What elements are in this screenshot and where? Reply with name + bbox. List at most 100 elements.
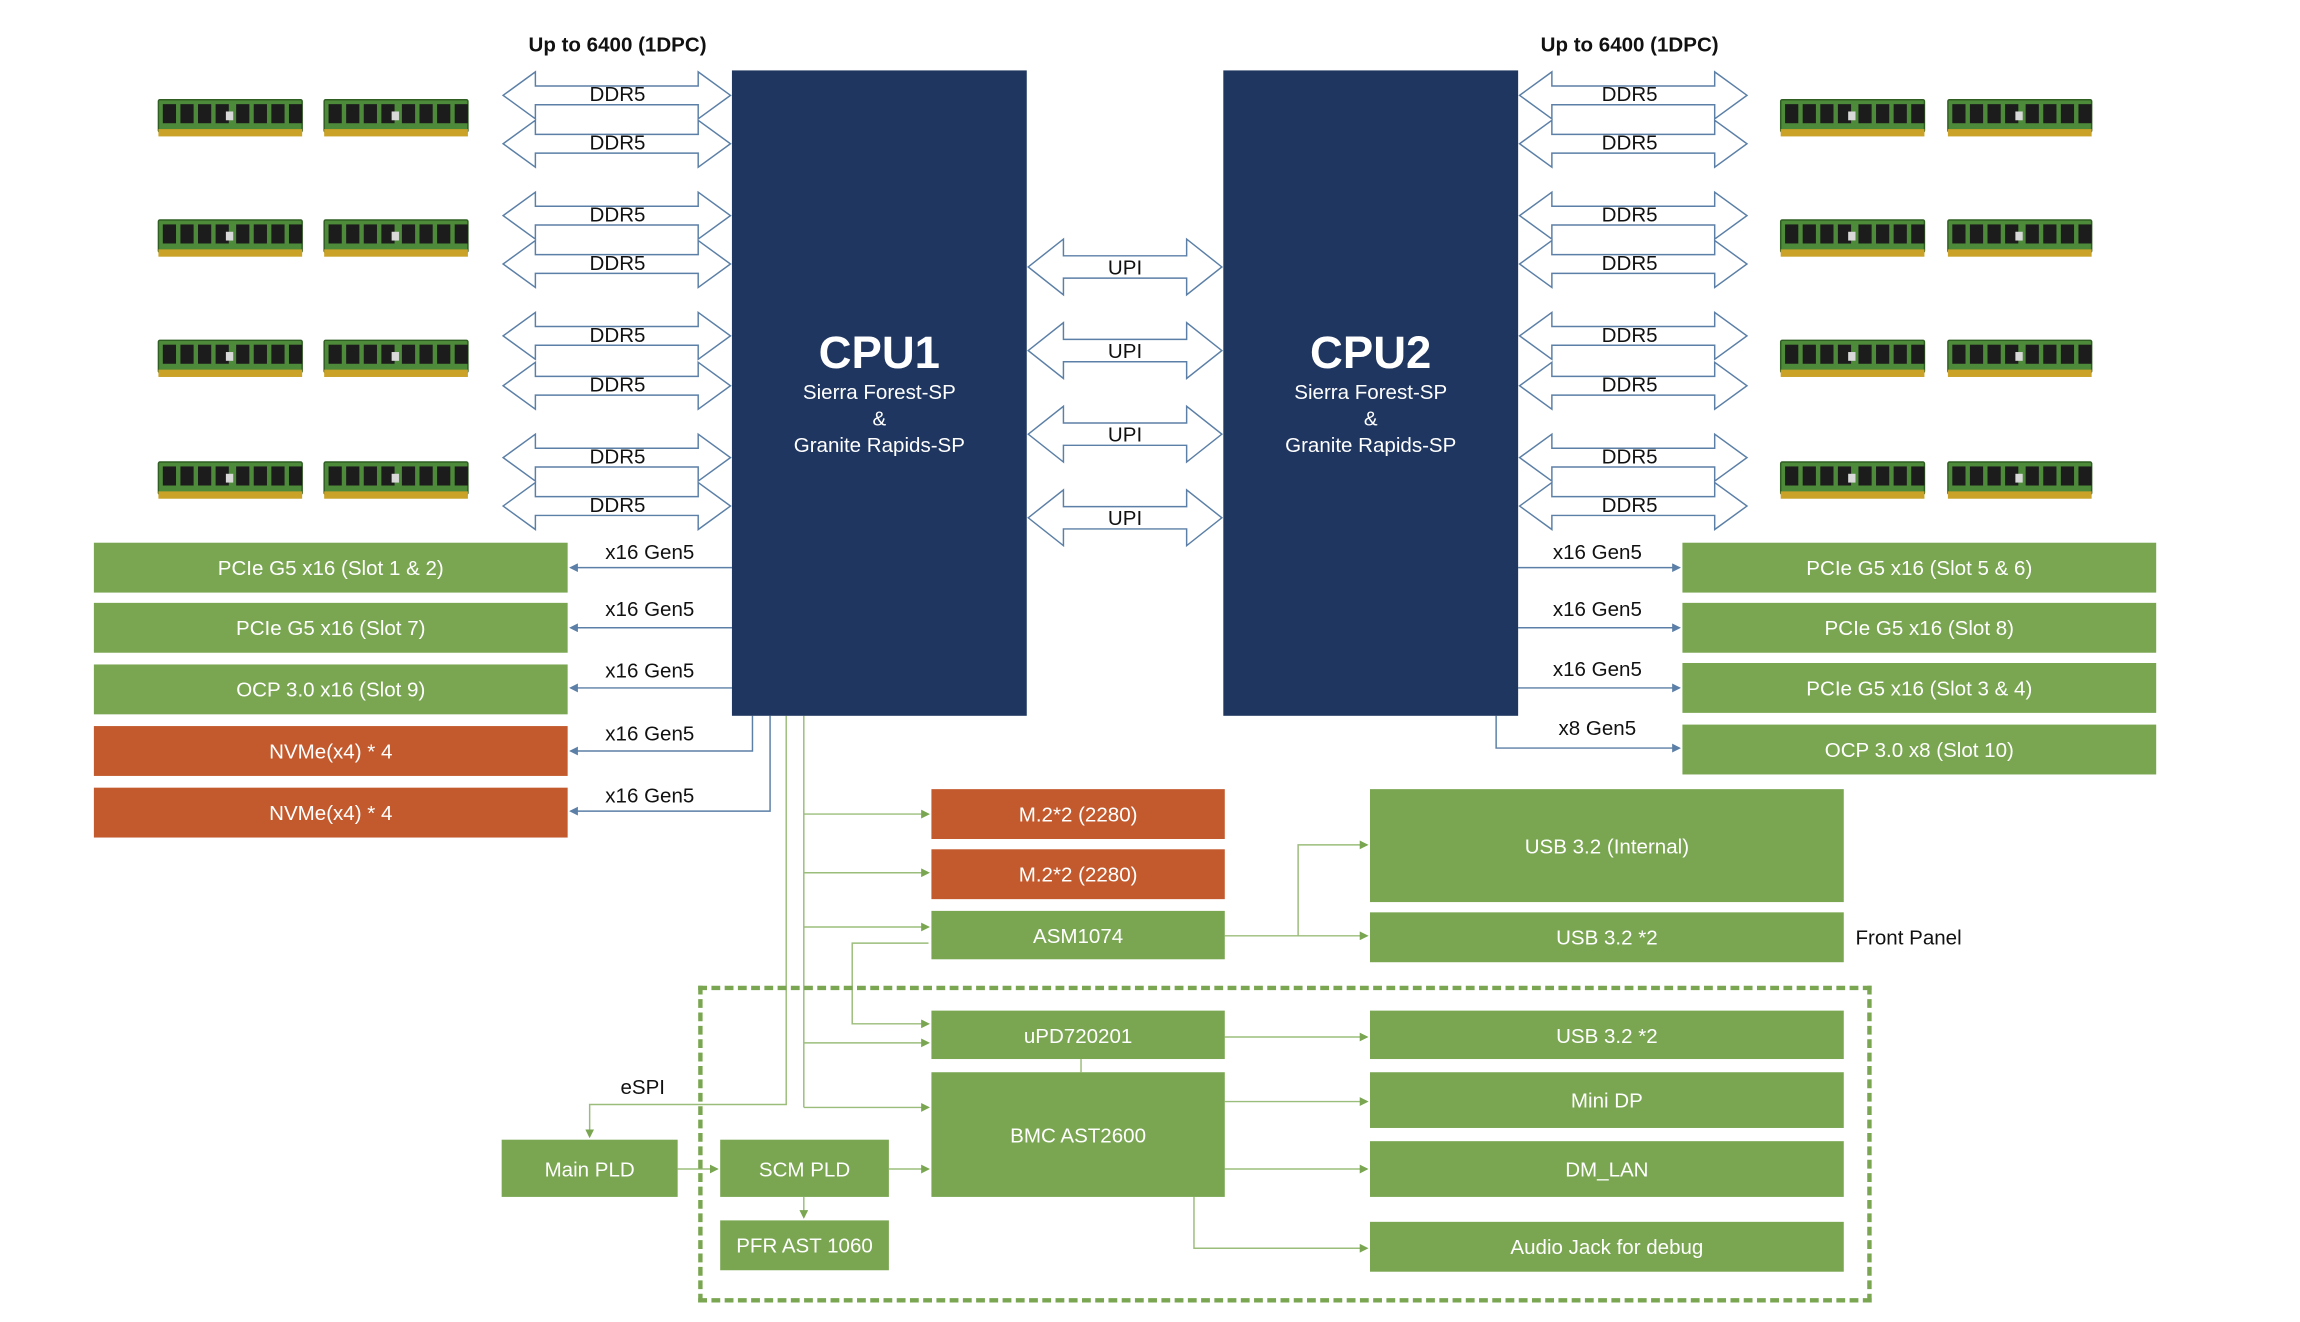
ocp-slot-9-block: OCP 3.0 x16 (Slot 9) — [93, 664, 568, 715]
cpu1-ddr5-label: DDR5 — [589, 130, 646, 155]
usb-rear-block: USB 3.2 *2 — [1369, 1010, 1844, 1060]
cpu2-ddr5-label: DDR5 — [1601, 130, 1658, 155]
front-panel-label: Front Panel — [1855, 925, 1962, 950]
asm1074-block: ASM1074 — [931, 910, 1225, 960]
ddr5-channel-arrow — [501, 310, 732, 361]
cpu1-link-label: x16 Gen5 — [605, 658, 695, 683]
dimm-module-icon — [1946, 334, 2093, 378]
dimm-module-icon — [1779, 214, 1926, 258]
cpu2-link-label: x8 Gen5 — [1558, 715, 1637, 740]
ddr5-channel-arrow — [1518, 310, 1749, 361]
cpu2-ddr5-label: DDR5 — [1601, 322, 1658, 347]
nvme-block: NVMe(x4) * 4 — [93, 787, 568, 838]
pcie-slot-5-6-block: PCIe G5 x16 (Slot 5 & 6) — [1682, 542, 2157, 593]
cpu1-ddr5-label: DDR5 — [589, 250, 646, 275]
cpu1-link-label: x16 Gen5 — [605, 539, 695, 564]
m2-block: M.2*2 (2280) — [931, 849, 1225, 900]
cpu2-family-line2: & — [1363, 406, 1378, 430]
m2-block: M.2*2 (2280) — [931, 789, 1225, 840]
ddr5-channel-arrow — [1518, 190, 1749, 241]
upi-link-arrow — [1027, 321, 1224, 380]
ddr5-channel-arrow — [501, 239, 732, 289]
cpu1-family-line2: & — [872, 406, 887, 430]
cpu1-ddr5-label: DDR5 — [589, 82, 646, 106]
cpu2-ddr5-label: DDR5 — [1601, 444, 1658, 468]
ddr5-channel-arrow — [501, 70, 732, 121]
dimm-module-icon — [1779, 456, 1926, 500]
cpu1-family-line3: Granite Rapids-SP — [793, 432, 965, 457]
dimm-module-icon — [157, 214, 304, 258]
pcie-slot-7-block: PCIe G5 x16 (Slot 7) — [93, 602, 568, 653]
dimm-module-icon — [1946, 94, 2093, 138]
cpu2-family-line1: Sierra Forest-SP — [1294, 379, 1448, 404]
upi-label: UPI — [1107, 338, 1143, 363]
pcie-slot-3-4-block: PCIe G5 x16 (Slot 3 & 4) — [1682, 662, 2157, 713]
cpu1-family-line1: Sierra Forest-SP — [802, 379, 956, 404]
cpu1-ddr5-label: DDR5 — [589, 202, 646, 226]
ocp-slot-10-block: OCP 3.0 x8 (Slot 10) — [1682, 724, 2157, 775]
ddr5-channel-arrow — [1518, 118, 1749, 169]
cpu1-ddr5-label: DDR5 — [589, 444, 646, 468]
cpu2-link-label: x16 Gen5 — [1552, 657, 1642, 681]
cpu1-link-label: x16 Gen5 — [605, 783, 695, 807]
cpu2-name: CPU2 — [1310, 327, 1432, 379]
pfr-ast1060-block: PFR AST 1060 — [720, 1220, 889, 1271]
upi-arrows — [1027, 237, 1224, 548]
cpu2-ddr5-label: DDR5 — [1601, 492, 1658, 517]
cpu1-link-label: x16 Gen5 — [605, 596, 695, 621]
espi-label: eSPI — [620, 1075, 665, 1099]
cpu2-ddr5-label: DDR5 — [1601, 250, 1658, 275]
ddr5-channel-arrow — [1518, 432, 1749, 483]
ddr5-channel-arrow — [501, 118, 732, 169]
cpu1-name: CPU1 — [818, 327, 940, 379]
ddr5-channel-arrow — [1518, 239, 1749, 289]
cpu1-ddr5-label: DDR5 — [589, 372, 646, 397]
audio-jack-block: Audio Jack for debug — [1369, 1221, 1844, 1272]
dimm-module-icon — [323, 214, 470, 258]
cpu2-ddr5-label: DDR5 — [1601, 202, 1658, 226]
dimm-module-icon — [323, 334, 470, 378]
ddr5-channel-arrow — [1518, 360, 1749, 411]
nvme-block: NVMe(x4) * 4 — [93, 726, 568, 776]
cpu1-memory-speed-label: Up to 6400 (1DPC) — [528, 32, 707, 56]
dimm-module-icon — [157, 94, 304, 138]
dm-lan-block: DM_LAN — [1369, 1141, 1844, 1197]
cpu2-family-line3: Granite Rapids-SP — [1285, 432, 1457, 457]
cpu2-link-label: x16 Gen5 — [1552, 539, 1642, 564]
cpu1-ddr5-label: DDR5 — [589, 322, 646, 347]
bmc-subsystem-boundary — [698, 985, 1872, 1303]
ddr5-channel-arrow — [1518, 481, 1749, 531]
ddr5-channel-arrow — [501, 432, 732, 483]
cpu2-link-label: x16 Gen5 — [1552, 596, 1642, 621]
bmc-ast2600-block: BMC AST2600 — [931, 1072, 1225, 1197]
dimm-module-icon — [1779, 334, 1926, 378]
upi-label: UPI — [1107, 255, 1143, 279]
dimm-module-icon — [1779, 94, 1926, 138]
upi-link-arrow — [1027, 237, 1224, 297]
upi-link-arrow — [1027, 488, 1224, 548]
ddr5-arrows — [501, 70, 1749, 531]
dimm-module-icon — [157, 334, 304, 378]
cpu2-ddr5-label: DDR5 — [1601, 82, 1658, 106]
ddr5-channel-arrow — [501, 481, 732, 531]
pcie-slot-1-2-block: PCIe G5 x16 (Slot 1 & 2) — [93, 542, 568, 593]
usb-front-block: USB 3.2 *2 — [1369, 912, 1844, 963]
dimm-module-icon — [1946, 456, 2093, 500]
cpu2-ddr5-label: DDR5 — [1601, 372, 1658, 397]
cpu1-link-label: x16 Gen5 — [605, 721, 695, 746]
upi-label: UPI — [1107, 506, 1143, 530]
upd720201-block: uPD720201 — [931, 1010, 1225, 1060]
ddr5-channel-arrow — [501, 360, 732, 411]
ddr5-channel-arrow — [1518, 70, 1749, 121]
cpu1-ddr5-label: DDR5 — [589, 492, 646, 517]
main-pld-block: Main PLD — [501, 1139, 678, 1197]
cpu2-block: CPU2 Sierra Forest-SP & Granite Rapids-S… — [1223, 70, 1519, 716]
scm-pld-block: SCM PLD — [720, 1139, 889, 1197]
upi-link-arrow — [1027, 404, 1224, 464]
ddr5-channel-arrow — [501, 190, 732, 241]
dimm-module-icon — [323, 94, 470, 138]
cpu1-block: CPU1 Sierra Forest-SP & Granite Rapids-S… — [731, 70, 1027, 716]
usb-internal-block: USB 3.2 (Internal) — [1369, 789, 1844, 903]
